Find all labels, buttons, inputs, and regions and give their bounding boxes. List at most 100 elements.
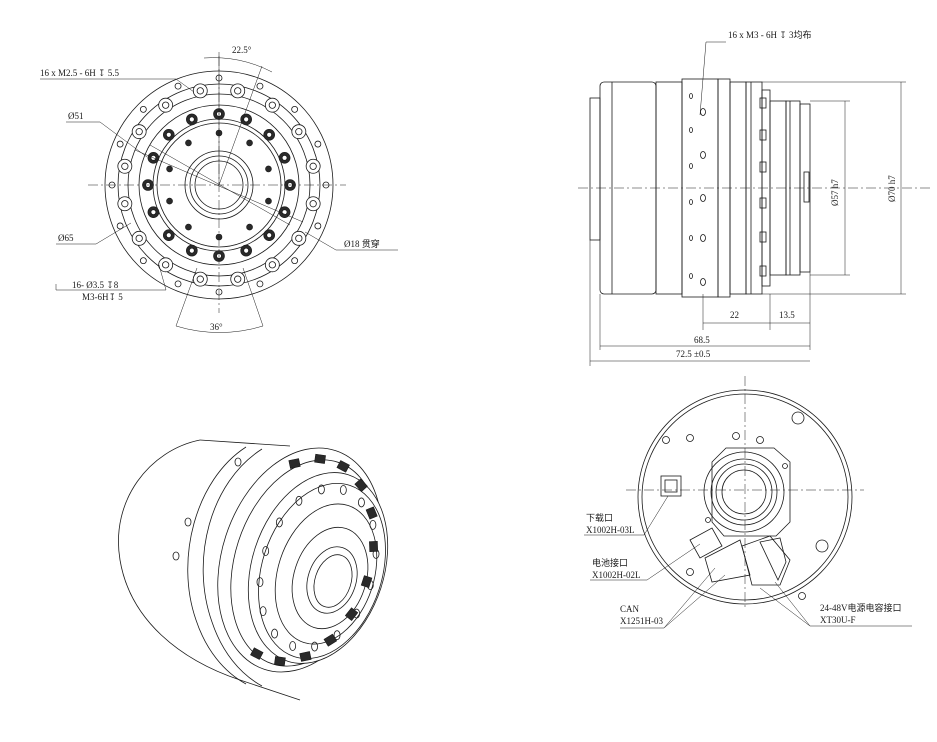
label-battery-port: 电池接口: [592, 557, 628, 568]
edge-hole: [291, 105, 299, 113]
bolt-hole-outer-core: [121, 162, 129, 170]
bolt-hole-outer-core: [121, 200, 129, 208]
iso-tab: [274, 656, 286, 667]
bolt-hole-outer-core: [234, 87, 242, 95]
label-can-part: X1251H-03: [620, 616, 663, 626]
bolt-hole-outer-core: [309, 162, 317, 170]
rear-hole: [798, 592, 806, 600]
bolt-hole-outer: [230, 271, 246, 287]
bolt-hole-inner: [185, 223, 192, 231]
bolt-hole-outer-core: [196, 87, 204, 95]
front-view: 16 x M2.5 - 6H ↧ 5.5 22.5° Ø51 Ø65 Ø18 贯…: [40, 45, 398, 333]
bolt-hole-outer: [131, 124, 147, 140]
iso-bolt-hole: [311, 641, 319, 652]
side-hole: [700, 234, 706, 242]
bolt-hole-outer: [305, 158, 321, 174]
iso-tab: [288, 458, 301, 469]
iso-bolt-hole: [333, 630, 341, 641]
bolt-hole-mid-core: [243, 247, 250, 254]
side-hole: [700, 194, 706, 202]
side-hole-small: [689, 163, 693, 169]
iso-tab: [336, 460, 350, 473]
label-battery-part: X1002H-02L: [592, 570, 641, 580]
bolt-hole-inner: [185, 139, 192, 147]
iso-bolt-hole: [256, 577, 264, 588]
bolt-hole-inner: [166, 165, 173, 173]
side-hole-small: [689, 273, 693, 279]
bolt-hole-mid-core: [188, 116, 195, 123]
bolt-hole-outer: [117, 158, 133, 174]
bolt-hole-mid-core: [243, 116, 250, 123]
bolt-hole-outer: [291, 124, 307, 140]
bolt-hole-outer: [117, 196, 133, 212]
side-hole-small: [689, 235, 693, 241]
side-hole-small: [689, 127, 693, 133]
label-thread: M3-6H↧ 5: [82, 292, 123, 302]
rear-hole: [782, 463, 788, 469]
iso-tab: [299, 651, 312, 662]
iso-tab: [360, 575, 373, 589]
bolt-hole-inner: [265, 197, 272, 205]
bolt-hole-outer: [230, 83, 246, 99]
dim-22: 22: [730, 310, 739, 320]
label-side-holes: 16 x M3 - 6H ↧ 3均布: [728, 29, 812, 40]
iso-tab: [344, 607, 359, 621]
bolt-hole-mid-core: [281, 154, 288, 161]
bolt-hole-mid-core: [165, 131, 172, 138]
side-hole: [700, 278, 706, 286]
label-d18: Ø18 贯穿: [344, 238, 380, 249]
iso-tab: [314, 453, 326, 464]
side-tab: [759, 231, 767, 243]
edge-hole: [116, 140, 124, 148]
edge-hole: [139, 105, 147, 113]
iso-bolt-hole: [271, 628, 278, 639]
label-d57: Ø57 h7: [830, 179, 840, 206]
label-angle-top: 22.5°: [232, 45, 252, 55]
label-download-port: 下载口: [586, 512, 613, 523]
iso-tab: [250, 647, 264, 660]
bolt-hole-mid-core: [150, 209, 157, 216]
bolt-hole-outer-core: [295, 128, 303, 136]
bolt-hole-inner: [246, 139, 253, 147]
bolt-hole-mid-core: [188, 247, 195, 254]
iso-tab: [365, 506, 378, 520]
rear-hole: [705, 517, 711, 523]
side-hole-small: [689, 199, 693, 205]
edge-hole: [139, 257, 147, 265]
bolt-hole-outer-core: [135, 234, 143, 242]
iso-tab: [354, 478, 368, 492]
bolt-hole-outer-core: [309, 200, 317, 208]
iso-bolt-hole: [262, 546, 270, 556]
iso-bolt-hole: [339, 485, 347, 495]
edge-hole: [174, 280, 182, 288]
rear-hole: [756, 436, 764, 444]
bolt-hole-outer: [264, 257, 280, 273]
dim-72-5: 72.5 ±0.5: [676, 349, 711, 359]
bolt-hole-inner: [166, 197, 173, 205]
edge-hole: [174, 82, 182, 90]
side-hole: [700, 108, 706, 116]
bolt-hole-outer-core: [162, 101, 170, 109]
edge-hole: [116, 222, 124, 230]
iso-bolt-hole: [259, 606, 267, 617]
bolt-hole-outer-core: [234, 275, 242, 283]
rear-hole: [791, 411, 805, 425]
bolt-hole-outer: [192, 271, 208, 287]
bolt-hole-outer: [305, 196, 321, 212]
bolt-hole-mid-core: [266, 131, 273, 138]
side-tab: [759, 197, 767, 209]
bolt-hole-outer: [131, 230, 147, 246]
bolt-hole-outer: [158, 97, 174, 113]
bolt-hole-outer: [158, 257, 174, 273]
bolt-hole-mid-core: [165, 232, 172, 239]
bolt-hole-outer-core: [135, 128, 143, 136]
side-tab: [759, 161, 767, 173]
bolt-hole-outer-core: [196, 275, 204, 283]
bolt-hole-outer: [291, 230, 307, 246]
bolt-hole-outer-core: [295, 234, 303, 242]
side-tab: [759, 97, 767, 109]
label-d51: Ø51: [68, 111, 84, 121]
edge-hole: [256, 280, 264, 288]
